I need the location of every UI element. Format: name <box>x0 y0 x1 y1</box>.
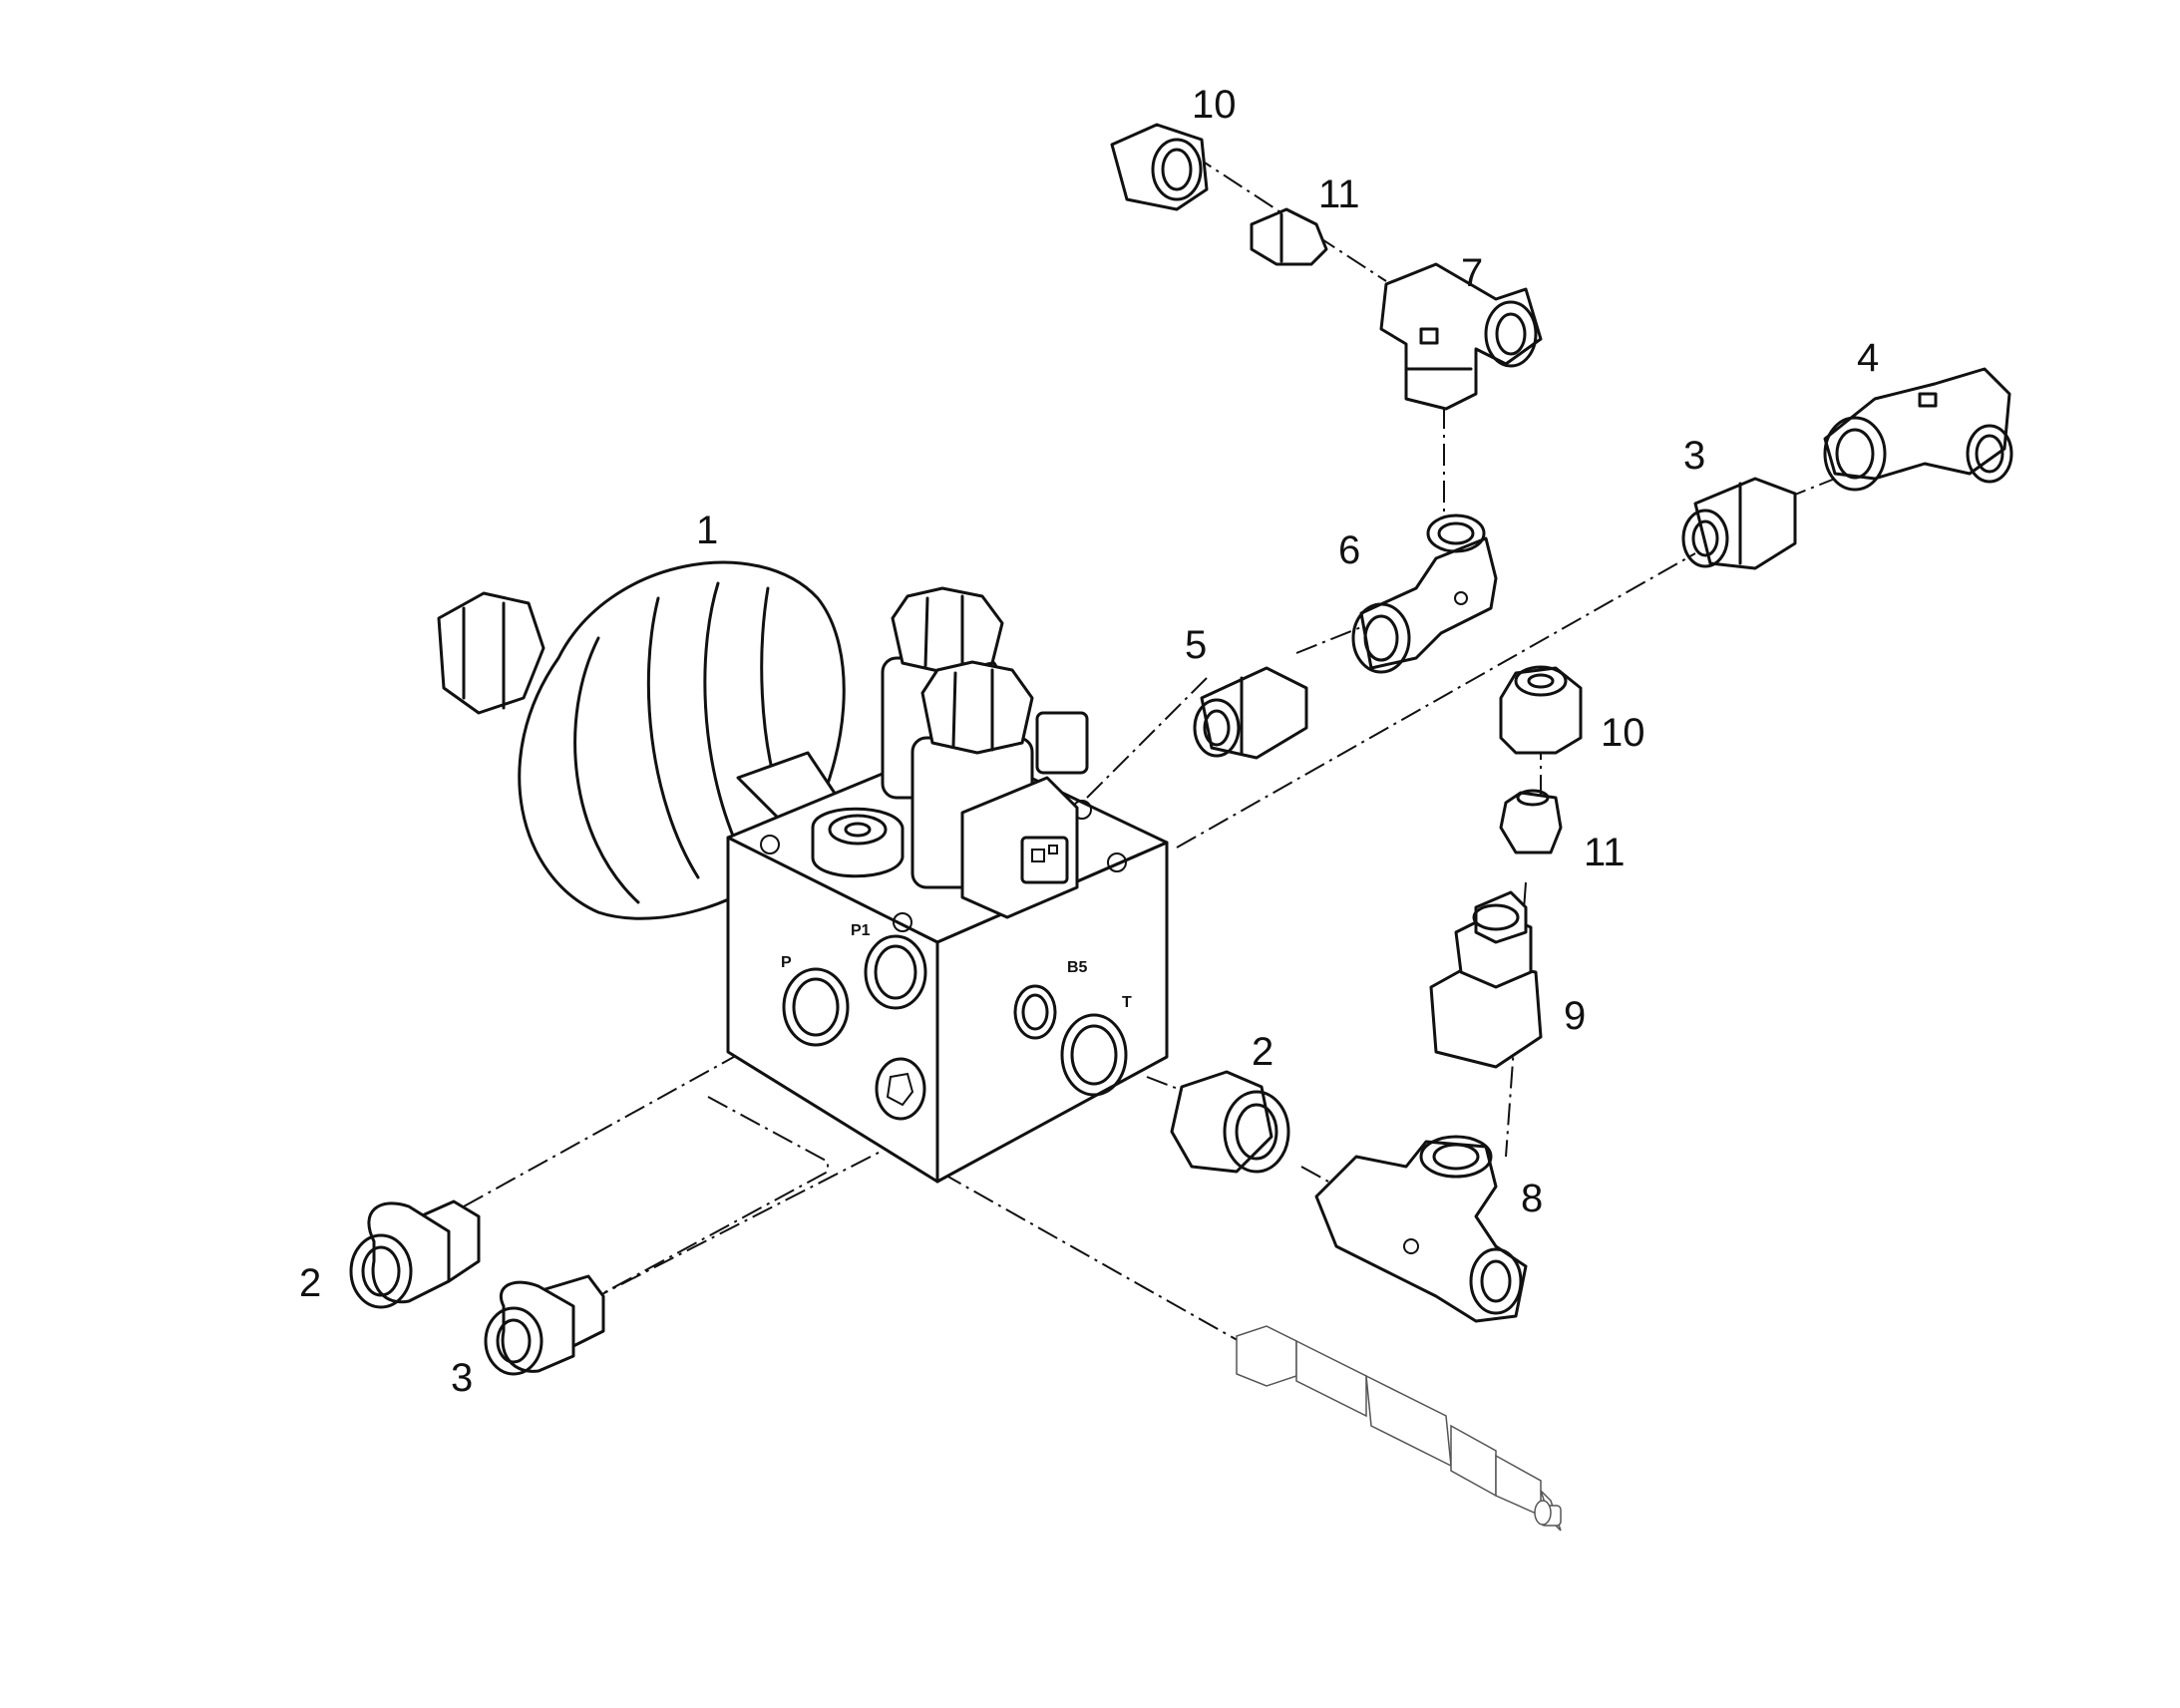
ferrule-11-right <box>1499 789 1563 854</box>
callout-5: 5 <box>1185 623 1207 667</box>
fitting-2-right <box>1170 1070 1290 1174</box>
callout-2-right: 2 <box>1252 1030 1273 1074</box>
solenoid-valves <box>881 586 1089 919</box>
fitting-8-tee <box>1314 1135 1528 1323</box>
fitting-5 <box>1193 666 1308 760</box>
callout-7: 7 <box>1461 251 1483 295</box>
fitting-3-left <box>484 1274 605 1376</box>
fitting-9 <box>1429 890 1543 1069</box>
callout-9: 9 <box>1564 994 1586 1038</box>
callout-labels: 1 2 2 3 3 4 5 6 7 8 9 10 10 11 11 <box>299 83 1879 1400</box>
callout-4: 4 <box>1857 336 1879 380</box>
port-label-b5: B5 <box>1067 959 1088 976</box>
callout-8: 8 <box>1521 1177 1543 1220</box>
callout-1: 1 <box>696 509 718 552</box>
callout-11-top: 11 <box>1318 172 1360 216</box>
port-label-p: P <box>781 954 792 971</box>
callout-6: 6 <box>1338 528 1360 572</box>
callout-3-top: 3 <box>1683 434 1705 478</box>
callout-10-top: 10 <box>1192 83 1237 127</box>
fitting-6-elbow <box>1351 513 1498 674</box>
pressure-switch <box>1236 1325 1562 1532</box>
callout-10-right: 10 <box>1601 711 1645 755</box>
callout-3-left: 3 <box>451 1356 473 1400</box>
ferrule-11-top <box>1250 207 1328 266</box>
fitting-7-tee <box>1379 262 1543 411</box>
fitting-4-tee <box>1823 367 2013 492</box>
fitting-3-top <box>1681 477 1797 570</box>
port-label-t: T <box>1122 994 1132 1011</box>
nut-10-right <box>1499 665 1583 755</box>
callout-2-left: 2 <box>299 1261 321 1305</box>
port-label-p1: P1 <box>851 922 871 939</box>
nut-10-top <box>1110 123 1209 211</box>
fitting-2-left <box>349 1199 481 1309</box>
callout-11-right: 11 <box>1584 831 1626 874</box>
